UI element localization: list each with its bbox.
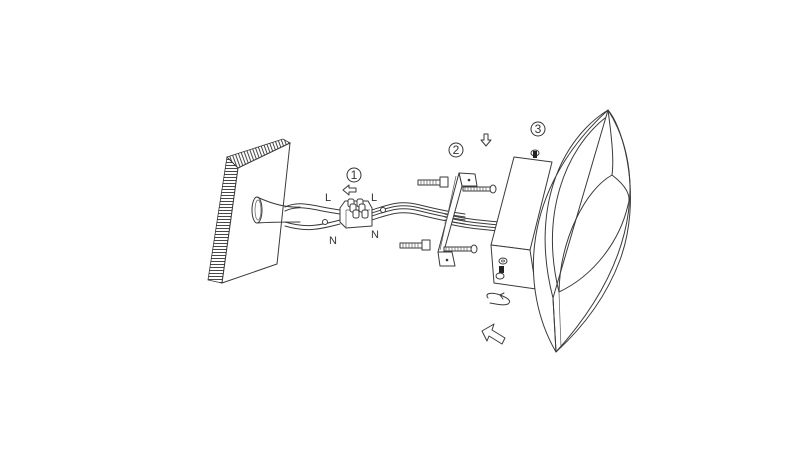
cable-conduit [251,196,301,224]
wire-label-neutral-left: N [329,235,337,247]
screw-upper [462,184,497,194]
step-2-number: 2 [453,143,460,157]
wall-plug-upper [417,176,449,188]
lamp-shade [532,109,631,353]
top-fixing-screw [530,149,540,158]
terminal-block [339,198,373,229]
step-2-circle [448,142,464,158]
rotate-clockwise-icon [486,292,511,306]
step-1-number: 1 [351,168,358,182]
step-3-circle [530,121,546,137]
step-2-down-arrow-icon [480,133,492,147]
step-3-number: 3 [535,122,542,136]
screw-lower [443,244,478,254]
mount-direction-arrow-icon [481,323,506,345]
cable-left [284,203,341,231]
cable-clip-right [380,207,386,213]
wire-label-neutral-right: N [371,229,379,241]
side-fixing-screw [495,257,508,280]
mounting-bracket [437,172,478,267]
step-1-left-arrow-icon [342,184,357,196]
step-2-marker: 2 [448,133,492,158]
wall-plug-lower [399,239,431,251]
step-1-circle [346,167,362,183]
wire-label-live-right: L [371,192,377,204]
step-3-marker: 3 [530,121,546,137]
wall [207,138,291,284]
wire-label-live-left: L [325,192,331,204]
cable-clip-left [322,219,328,225]
step-1-marker: 1 [342,167,362,196]
